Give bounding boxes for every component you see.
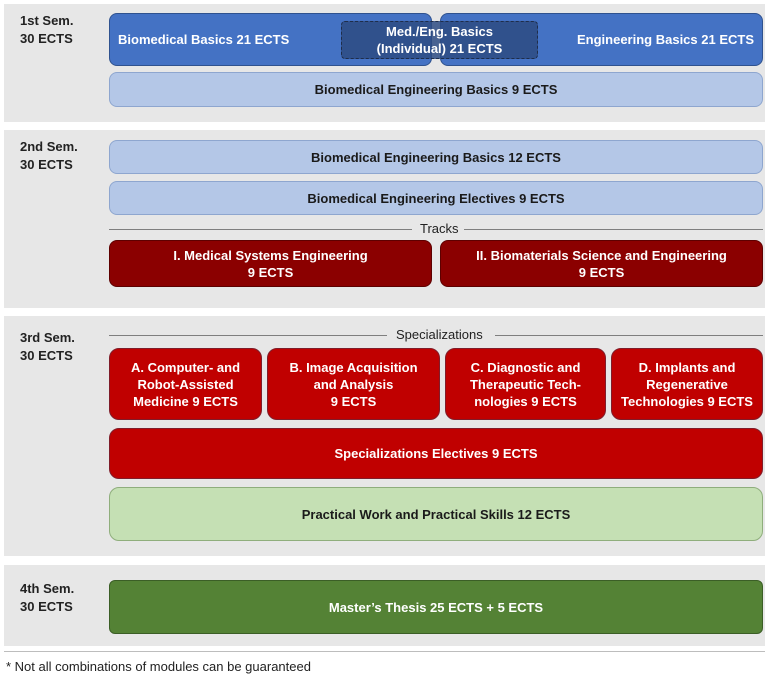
divider-line-left (109, 335, 387, 336)
module-label: Biomedical Engineering Basics 12 ECTS (311, 149, 561, 165)
masters-thesis-module: Master’s Thesis 25 ECTS + 5 ECTS (109, 580, 763, 634)
bme-electives-module: Biomedical Engineering Electives 9 ECTS (109, 181, 763, 215)
spec-line2: and Analysis (313, 376, 394, 392)
module-label: Engineering Basics 21 ECTS (576, 32, 754, 47)
spec-line3: Medicine 9 ECTS (133, 393, 238, 409)
track-title: II. Biomaterials Science and Engineering (476, 247, 727, 263)
specialization-a-module: A. Computer- and Robot-Assisted Medicine… (109, 348, 262, 420)
spec-line3: nologies 9 ECTS (474, 393, 577, 409)
track-title: I. Medical Systems Engineering (173, 247, 368, 263)
bme-basics-9-module: Biomedical Engineering Basics 9 ECTS (109, 72, 763, 107)
med-eng-basics-overlap-module: Med./Eng. Basics (Individual) 21 ECTS (341, 21, 538, 59)
module-label: Specializations Electives 9 ECTS (334, 446, 538, 461)
module-label-line1: Med./Eng. Basics (386, 24, 493, 39)
track-credits: 9 ECTS (578, 264, 625, 280)
semester-credits: 30 ECTS (20, 348, 73, 363)
semester-name: 2nd Sem. (20, 139, 78, 154)
semester-credits: 30 ECTS (20, 599, 73, 614)
spec-line1: D. Implants and (638, 359, 736, 375)
semester-credits: 30 ECTS (20, 157, 73, 172)
semester-1-label: 1st Sem. 30 ECTS (20, 12, 73, 48)
semester-name: 1st Sem. (20, 13, 74, 28)
spec-line3: Technologies 9 ECTS (621, 393, 753, 409)
practical-work-module: Practical Work and Practical Skills 12 E… (109, 487, 763, 541)
tracks-label: Tracks (420, 221, 459, 236)
footnote-separator (4, 651, 765, 652)
module-label: Biomedical Engineering Electives 9 ECTS (307, 190, 565, 206)
specialization-d-module: D. Implants and Regenerative Technologie… (611, 348, 763, 420)
specializations-label: Specializations (396, 327, 483, 342)
spec-line2: Therapeutic Tech- (469, 376, 581, 392)
semester-4-label: 4th Sem. 30 ECTS (20, 580, 74, 616)
divider-line-right (464, 229, 763, 230)
track-credits: 9 ECTS (247, 264, 294, 280)
divider-line-left (109, 229, 412, 230)
semester-name: 4th Sem. (20, 581, 75, 596)
specializations-divider: Specializations (109, 327, 763, 343)
specialization-c-module: C. Diagnostic and Therapeutic Tech- nolo… (445, 348, 606, 420)
module-label: Biomedical Basics 21 ECTS (118, 32, 290, 47)
module-label-line2: (Individual) 21 ECTS (376, 41, 503, 56)
spec-line1: C. Diagnostic and (470, 359, 581, 375)
semester-3-label: 3rd Sem. 30 ECTS (20, 329, 75, 365)
track-biomaterials-science-engineering: II. Biomaterials Science and Engineering… (440, 240, 763, 287)
specialization-b-module: B. Image Acquisition and Analysis 9 ECTS (267, 348, 440, 420)
spec-line2: Regenerative (646, 376, 728, 392)
track-medical-systems-engineering: I. Medical Systems Engineering 9 ECTS (109, 240, 432, 287)
bme-basics-12-module: Biomedical Engineering Basics 12 ECTS (109, 140, 763, 174)
module-label: Biomedical Engineering Basics 9 ECTS (314, 82, 558, 97)
module-label: Practical Work and Practical Skills 12 E… (301, 506, 571, 522)
module-label: Master’s Thesis 25 ECTS + 5 ECTS (328, 599, 544, 615)
specializations-electives-module: Specializations Electives 9 ECTS (109, 428, 763, 479)
spec-line1: A. Computer- and (130, 359, 241, 375)
semester-name: 3rd Sem. (20, 330, 75, 345)
semester-credits: 30 ECTS (20, 31, 73, 46)
spec-line1: B. Image Acquisition (289, 359, 418, 375)
tracks-divider: Tracks (109, 221, 763, 237)
footnote: * Not all combinations of modules can be… (6, 659, 311, 674)
spec-line3: 9 ECTS (330, 393, 377, 409)
semester-2-label: 2nd Sem. 30 ECTS (20, 138, 78, 174)
divider-line-right (495, 335, 763, 336)
spec-line2: Robot-Assisted (137, 376, 234, 392)
